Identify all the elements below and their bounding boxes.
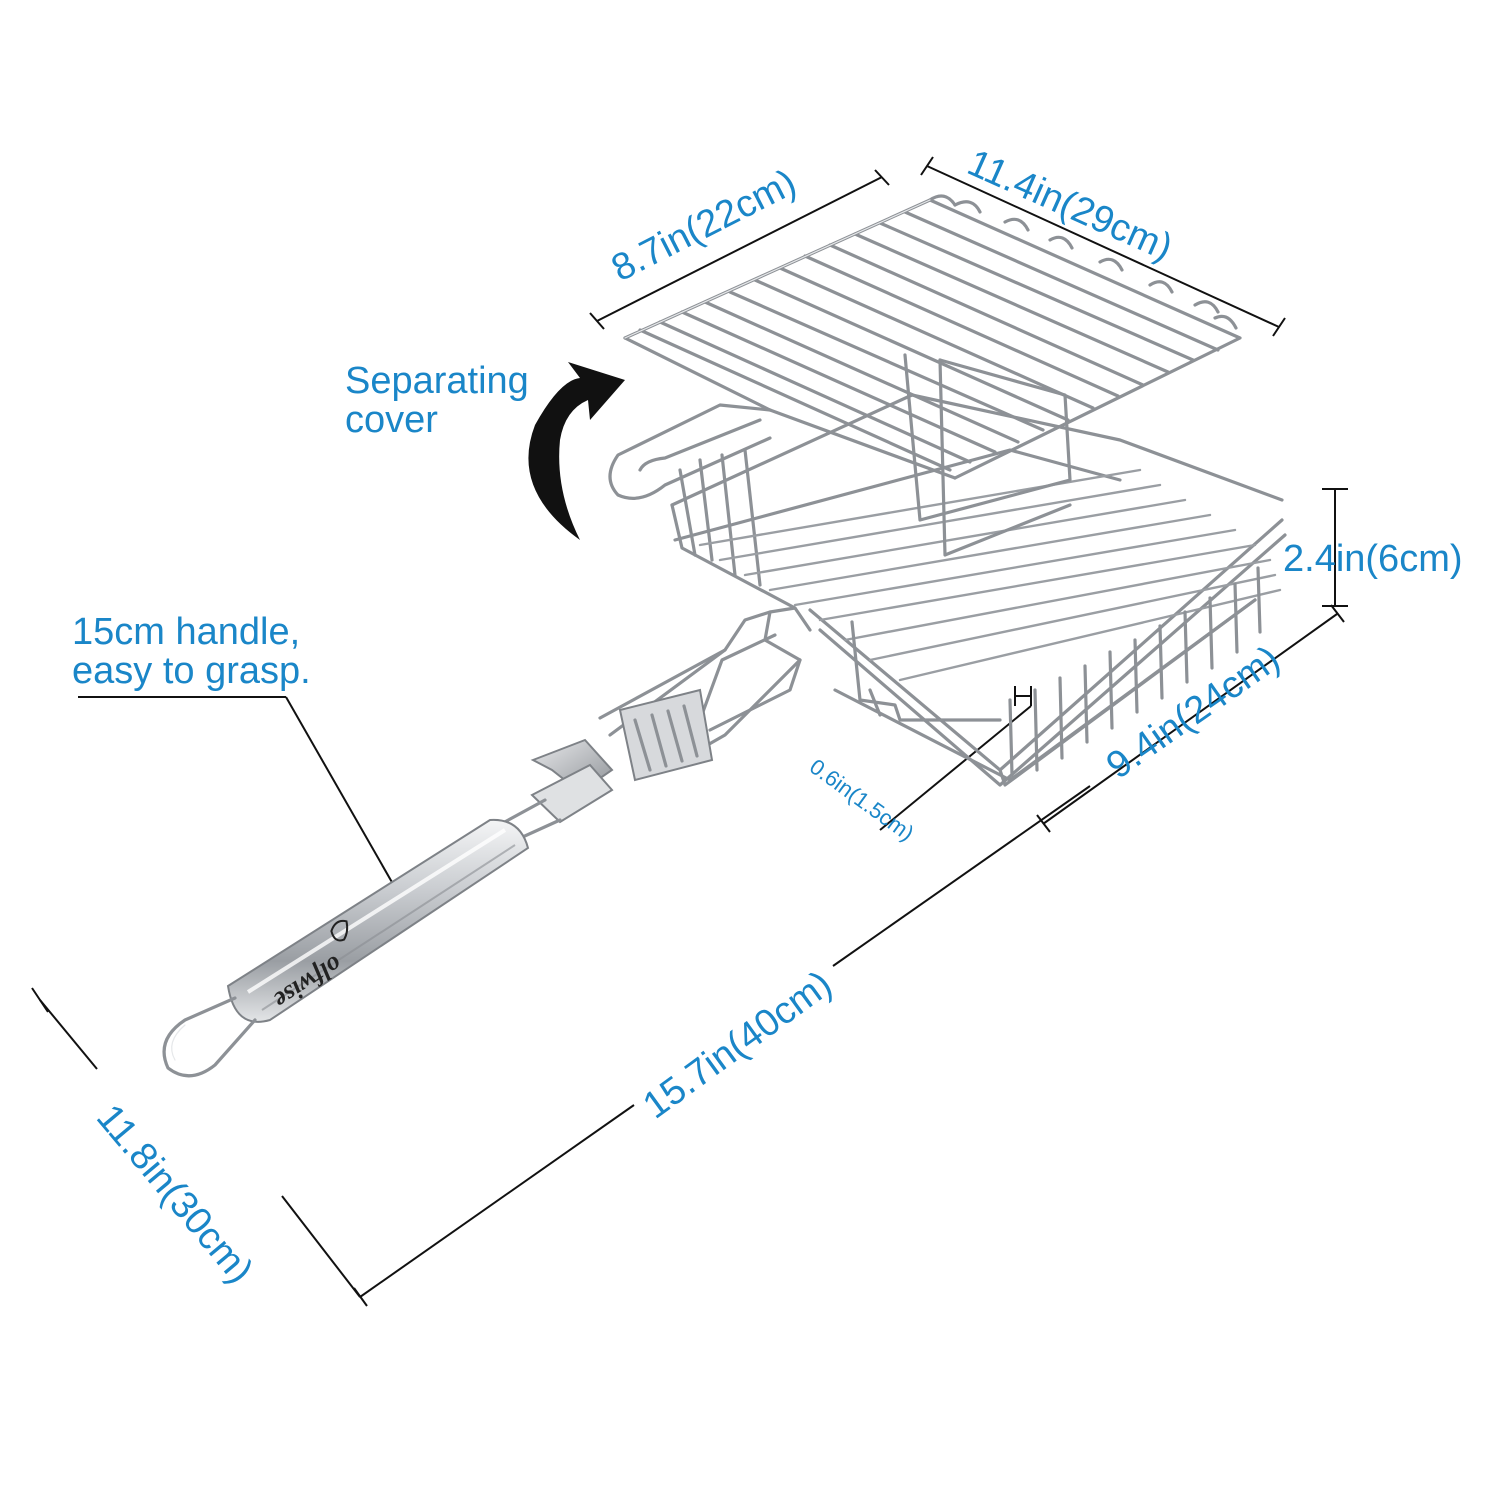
label-depth: 9.4in(24cm) [1099,638,1287,787]
label-gap: 0.6in(1.5cm) [805,754,919,846]
dimension-lines [31,156,1348,1307]
handle-tube [162,818,530,1078]
callout-cover-line1: Separating [345,360,529,402]
callout-cover-line2: cover [345,399,438,441]
callout-labels: Separating cover 15cm handle, easy to gr… [72,360,529,692]
handle-clamp [530,688,714,824]
label-total-width: 11.8in(30cm) [88,1097,261,1292]
label-total-length: 15.7in(40cm) [636,963,840,1127]
label-height: 2.4in(6cm) [1283,538,1463,580]
callout-handle-line2: easy to grasp. [72,650,311,692]
separating-cover [608,194,1242,500]
dimension-labels: 8.7in(22cm) 11.4in(29cm) 2.4in(6cm) 9.4i… [88,142,1462,1292]
curved-arrow-icon [528,362,625,540]
callout-handle-line1: 15cm handle, [72,611,300,653]
